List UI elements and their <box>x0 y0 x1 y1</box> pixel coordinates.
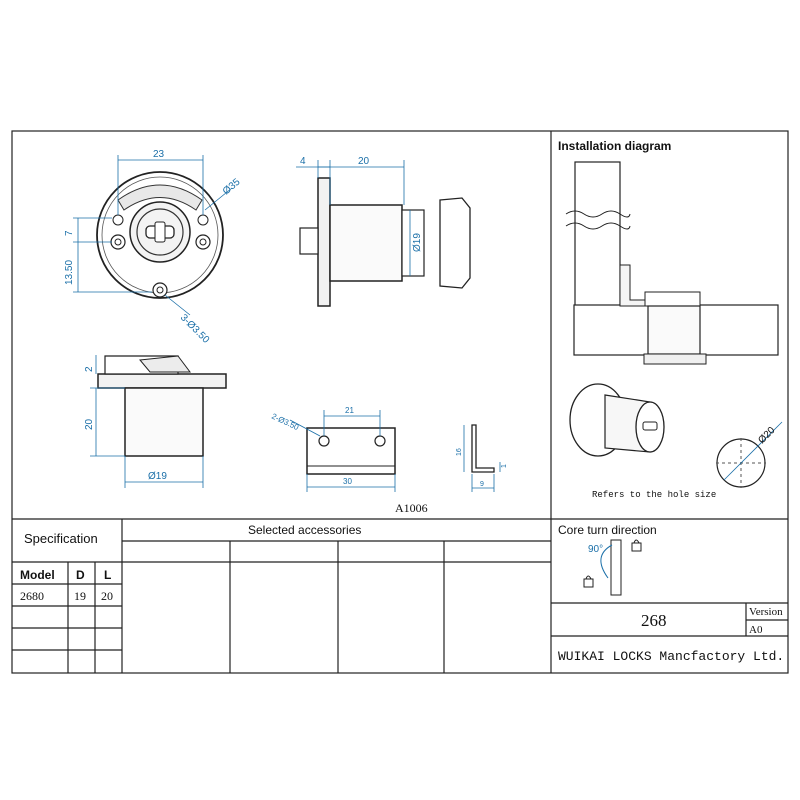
dim-side-diameter: Ø19 <box>412 233 423 252</box>
installation-hole-diameter: Ø20 <box>756 425 777 446</box>
dim-plate-hole-spacing: 21 <box>345 406 354 415</box>
spec-cell-d: 19 <box>74 589 86 603</box>
installation-title: Installation diagram <box>558 139 671 153</box>
core-turn-diagram <box>583 539 642 596</box>
dim-bottom-height-small: 2 <box>84 366 95 372</box>
title-block-version-value: A0 <box>749 624 763 636</box>
dim-bottom-height: 20 <box>84 418 95 430</box>
core-turn-angle: 90° <box>588 544 603 555</box>
title-block-number: 268 <box>641 611 667 630</box>
dim-plate-holes: 2-Ø3.50 <box>270 412 301 433</box>
spec-header-l: L <box>104 568 111 582</box>
spec-header-d: D <box>76 568 85 582</box>
dim-side-flange: 4 <box>300 156 306 167</box>
front-view <box>73 155 233 316</box>
dim-plate-length: 30 <box>343 477 352 486</box>
dim-bottom-diameter: Ø19 <box>148 471 167 482</box>
title-block-company: WUIKAI LOCKS Mancfactory Ltd. <box>558 649 784 664</box>
drawing-number: A1006 <box>395 501 428 515</box>
spec-header-model: Model <box>20 568 55 582</box>
dim-bracket-thickness: 1 <box>501 464 508 468</box>
spec-cell-l: 20 <box>101 589 113 603</box>
dim-bracket-height: 16 <box>456 448 463 456</box>
dim-front-offset-bottom: 13.50 <box>64 260 75 285</box>
mounting-plate-view <box>289 410 396 492</box>
accessories-title: Selected accessories <box>248 523 361 537</box>
installation-section <box>565 161 783 488</box>
bracket-view <box>463 424 501 492</box>
dim-front-holes: 3-Ø3.50 <box>178 312 212 346</box>
dim-front-diameter: Ø35 <box>221 176 243 197</box>
sheet-frame <box>11 130 789 674</box>
dim-bracket-width: 9 <box>480 481 484 488</box>
dim-front-width: 23 <box>153 149 165 160</box>
side-view <box>296 160 471 307</box>
specification-title: Specification <box>24 531 98 546</box>
elevation-view <box>90 355 227 488</box>
dim-front-offset-top: 7 <box>64 230 75 236</box>
dim-side-length: 20 <box>358 156 370 167</box>
title-block-version-label: Version <box>749 606 783 618</box>
spec-cell-model: 2680 <box>20 589 44 603</box>
installation-hole-note: Refers to the hole size <box>592 490 716 500</box>
core-turn-title: Core turn direction <box>558 523 657 537</box>
